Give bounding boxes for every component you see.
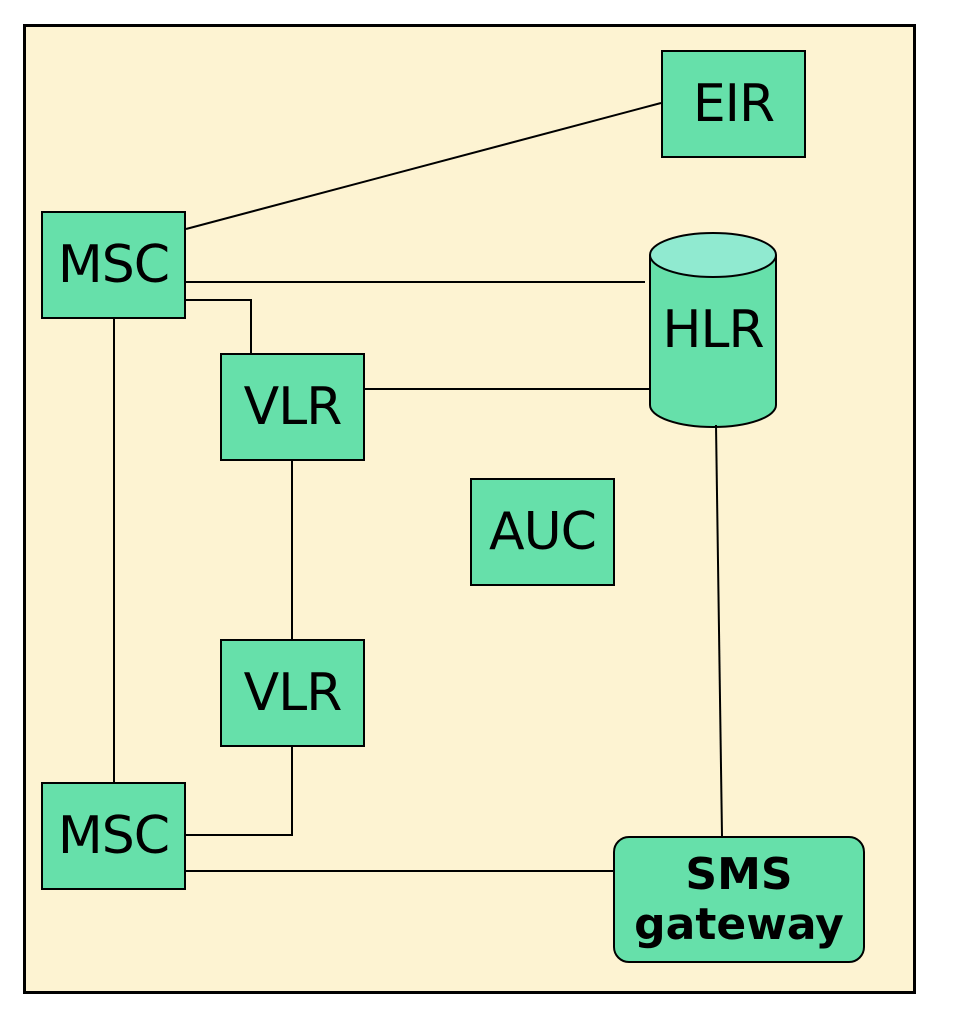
eir-node: EIR bbox=[661, 50, 806, 158]
sms-gateway-node: SMS gateway bbox=[613, 836, 865, 963]
msc-node-top: MSC bbox=[41, 211, 186, 319]
auc-label: AUC bbox=[489, 502, 597, 562]
link-msc-eir bbox=[185, 102, 662, 230]
link-msc-vlr bbox=[180, 299, 252, 353]
link-hlr-sms bbox=[715, 424, 723, 837]
vlr-bottom-label: VLR bbox=[243, 663, 343, 723]
eir-label: EIR bbox=[692, 74, 775, 134]
hlr-cylinder bbox=[649, 232, 777, 428]
hlr-label: HLR bbox=[662, 300, 764, 360]
auc-node: AUC bbox=[470, 478, 615, 586]
sms-gateway-label-line1: SMS bbox=[685, 848, 793, 900]
hlr-cylinder-body bbox=[649, 255, 777, 428]
hlr-cylinder-top bbox=[649, 232, 777, 278]
vlr-node-top: VLR bbox=[220, 353, 365, 461]
vlr-node-bottom: VLR bbox=[220, 639, 365, 747]
msc-bottom-label: MSC bbox=[57, 806, 170, 866]
link-vlr-msc bbox=[186, 747, 293, 836]
vlr-top-label: VLR bbox=[243, 377, 343, 437]
msc-node-bottom: MSC bbox=[41, 782, 186, 890]
msc-top-label: MSC bbox=[57, 235, 170, 295]
sms-gateway-label-line2: gateway bbox=[634, 898, 844, 950]
